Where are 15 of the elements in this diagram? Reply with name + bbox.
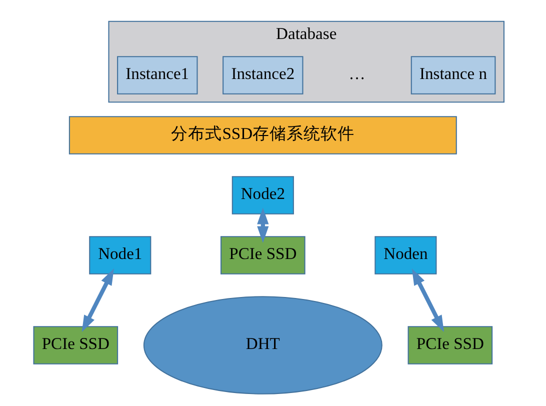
label: … [348, 64, 366, 83]
node-box: 分布式SSD存储系统软件 [68, 116, 457, 154]
node-box: Instance1 [117, 56, 198, 94]
node-box: Instance n [410, 56, 496, 94]
node-box: Noden [374, 236, 437, 274]
node-box: PCIe SSD [33, 326, 118, 364]
arrow [257, 207, 269, 242]
node-box: PCIe SSD [408, 326, 493, 364]
node-box: Node1 [89, 236, 152, 274]
arrow [82, 268, 114, 332]
arrow [412, 268, 444, 332]
node-box: PCIe SSD [220, 236, 306, 274]
node-ellipse: DHT [143, 296, 382, 394]
node-box: Instance2 [222, 56, 304, 94]
node-box: Node2 [232, 176, 294, 214]
